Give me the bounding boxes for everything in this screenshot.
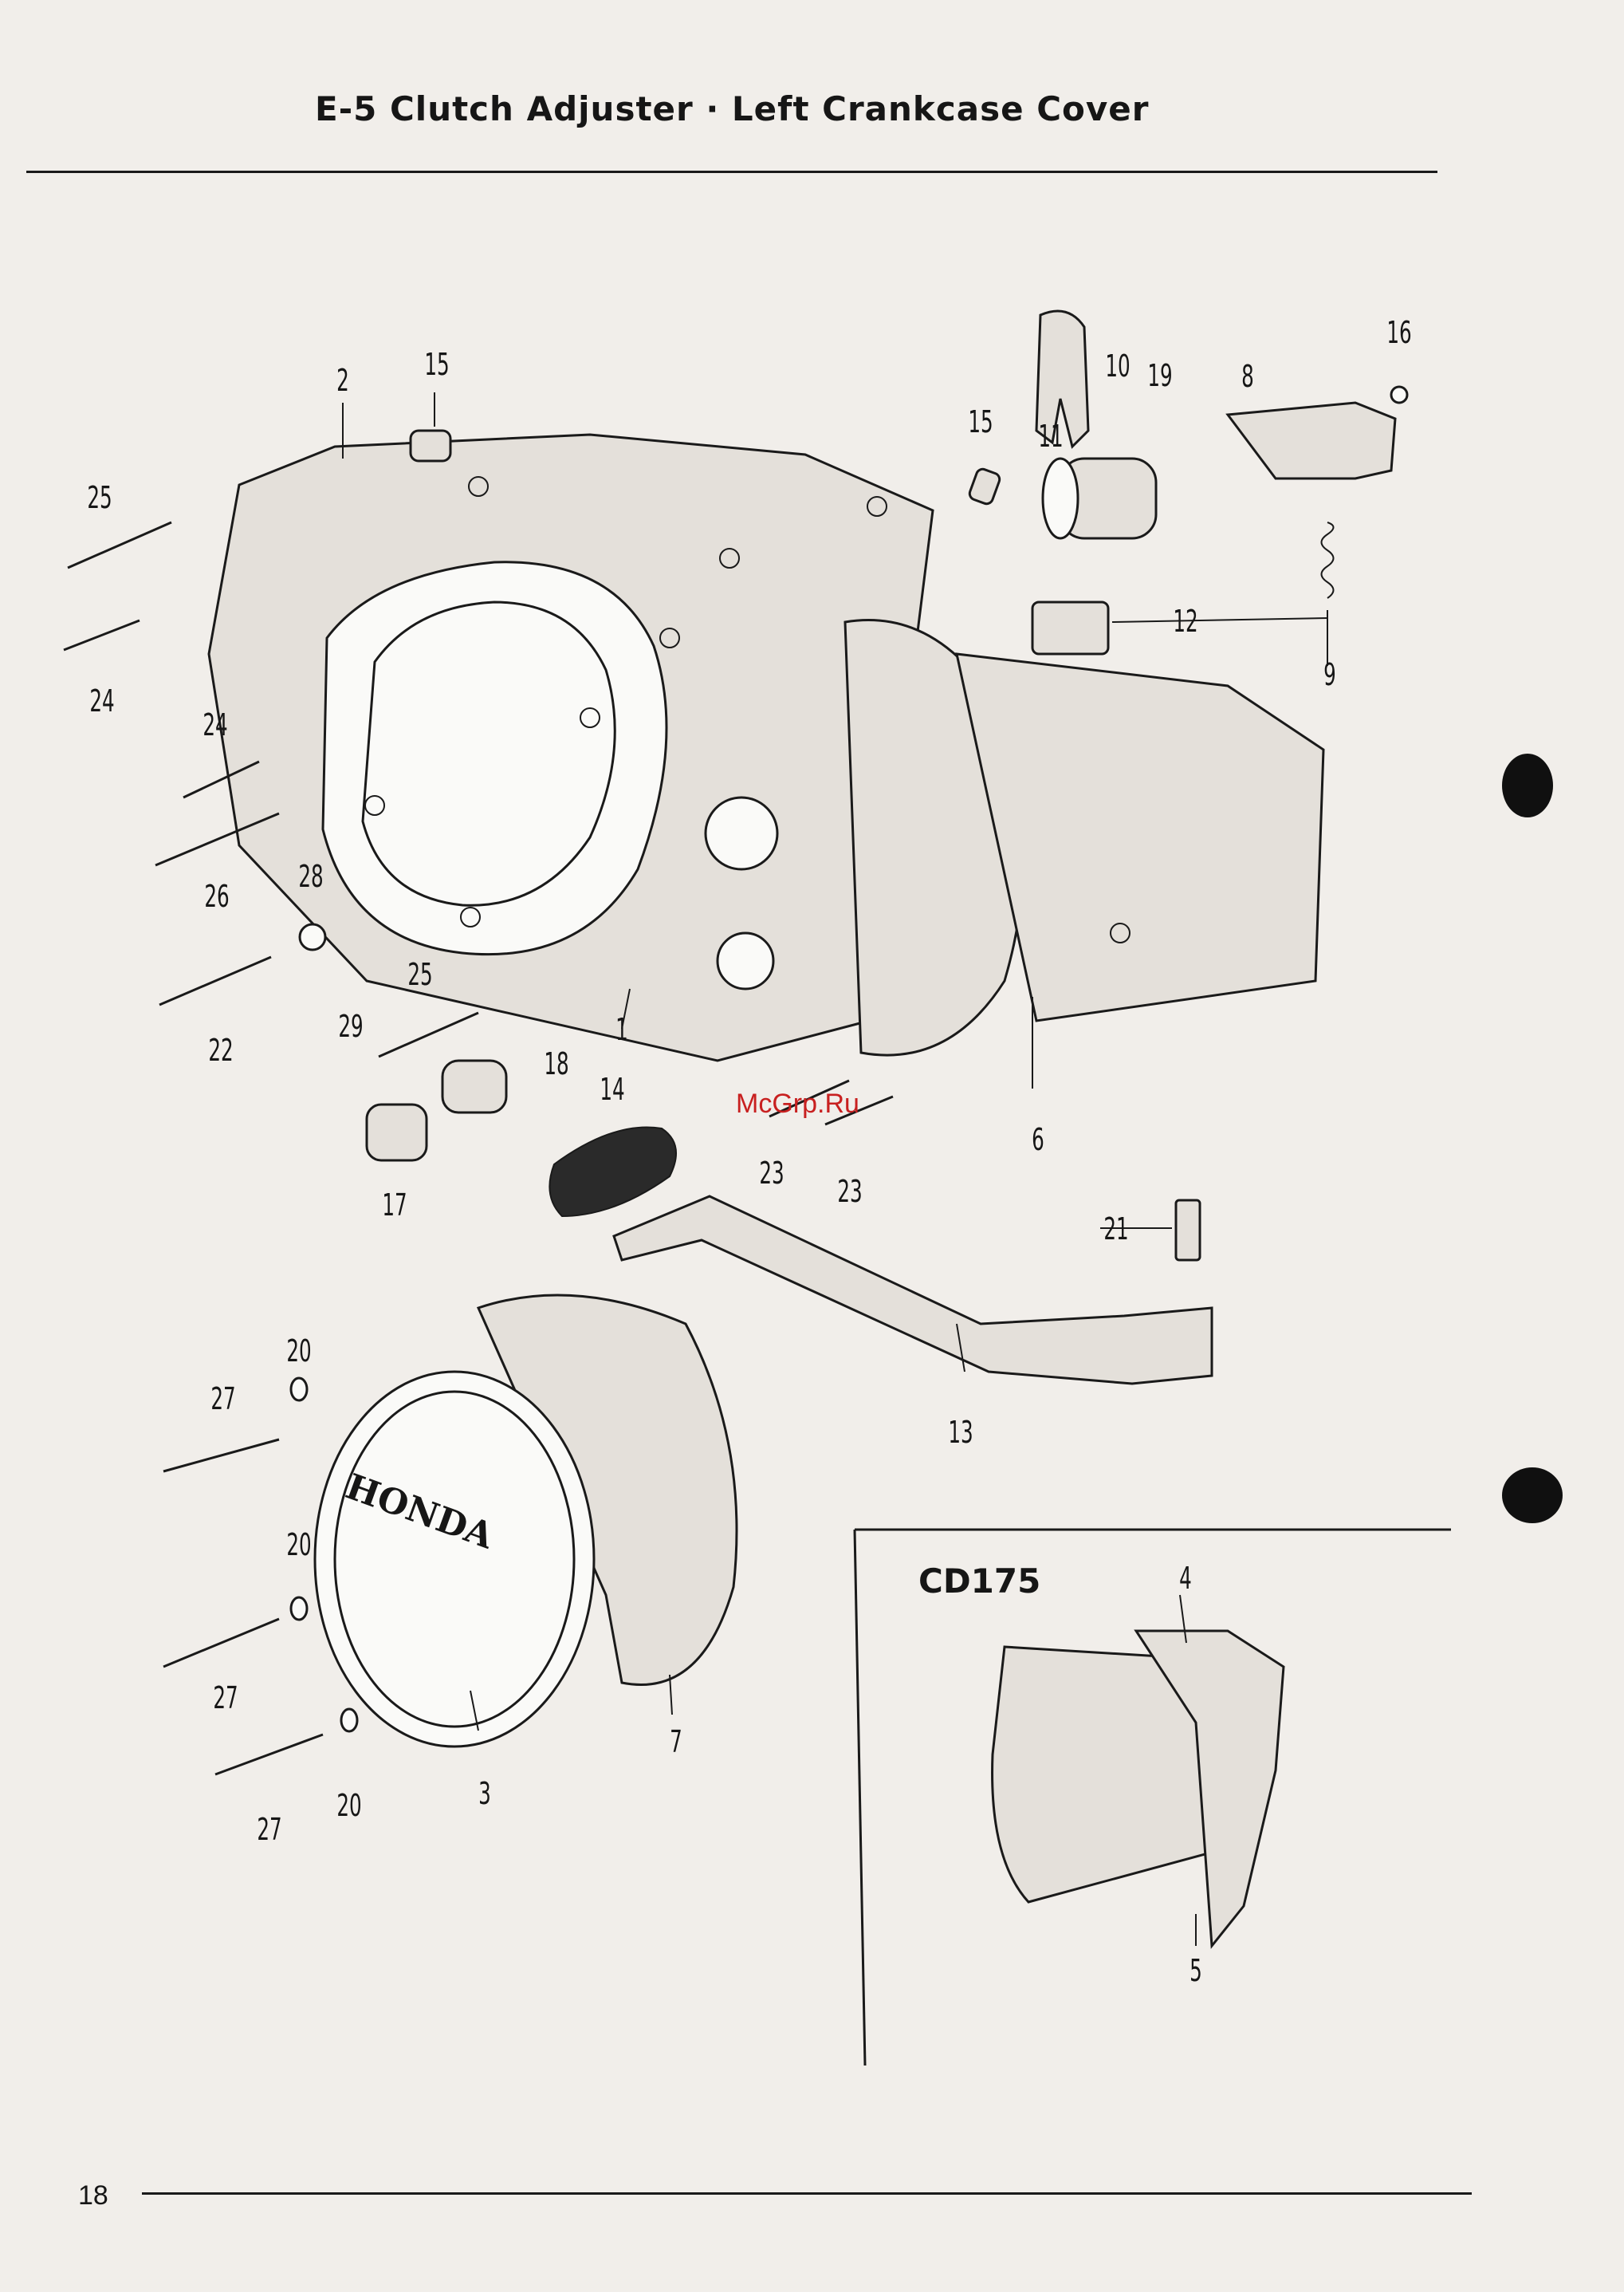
crankcase-cover-drawing: [209, 435, 1323, 1061]
callout-8: 8: [1225, 361, 1271, 392]
callout-1: 1: [599, 1014, 645, 1045]
inset-label: CD175: [918, 1561, 1040, 1601]
callout-27-bottom: 27: [246, 1814, 293, 1845]
page-number: 18: [78, 2180, 108, 2211]
callout-28: 28: [288, 861, 334, 892]
callout-20-mid: 20: [276, 1530, 322, 1560]
clutch-cover-drawing: [315, 1295, 737, 1747]
callout-15-left: 15: [414, 349, 460, 380]
callout-27-mid: 27: [203, 1683, 249, 1713]
punch-hole-upper: [1502, 754, 1553, 817]
callout-22: 22: [198, 1035, 244, 1065]
callout-9: 9: [1307, 660, 1353, 690]
callout-10: 10: [1095, 351, 1141, 381]
callout-18: 18: [533, 1049, 580, 1079]
callout-27-top: 27: [200, 1384, 246, 1414]
callout-24-mid: 24: [192, 710, 238, 740]
callout-5: 5: [1173, 1955, 1219, 1986]
clutch-adjuster-drawing: [968, 311, 1407, 654]
footer-rule: [142, 2192, 1472, 2195]
callout-23-right: 23: [827, 1176, 873, 1207]
callout-12: 12: [1162, 606, 1209, 636]
callout-4: 4: [1162, 1563, 1209, 1593]
callout-3: 3: [462, 1778, 508, 1809]
callout-11: 11: [1028, 421, 1074, 451]
callout-25-mid: 25: [397, 959, 443, 990]
callout-26: 26: [194, 881, 240, 912]
callout-14: 14: [589, 1074, 635, 1105]
callout-20-bottom: 20: [326, 1790, 372, 1821]
callout-24-top: 24: [79, 686, 125, 716]
callout-25-top: 25: [77, 482, 123, 513]
callout-29: 29: [328, 1011, 374, 1042]
watermark: McGrp.Ru: [736, 1089, 859, 1120]
callout-16: 16: [1376, 317, 1422, 348]
callout-13: 13: [938, 1417, 984, 1447]
callout-19: 19: [1137, 360, 1183, 391]
callout-15-right: 15: [957, 407, 1004, 437]
callout-21: 21: [1093, 1214, 1139, 1244]
callout-17: 17: [372, 1190, 418, 1220]
callout-23-left: 23: [749, 1158, 795, 1188]
callout-7: 7: [653, 1727, 699, 1757]
callout-6: 6: [1015, 1124, 1061, 1155]
cd175-inset-drawing: [855, 1530, 1451, 2066]
callout-2: 2: [320, 365, 366, 396]
punch-hole-lower: [1502, 1467, 1563, 1523]
callout-20-top: 20: [276, 1336, 322, 1366]
